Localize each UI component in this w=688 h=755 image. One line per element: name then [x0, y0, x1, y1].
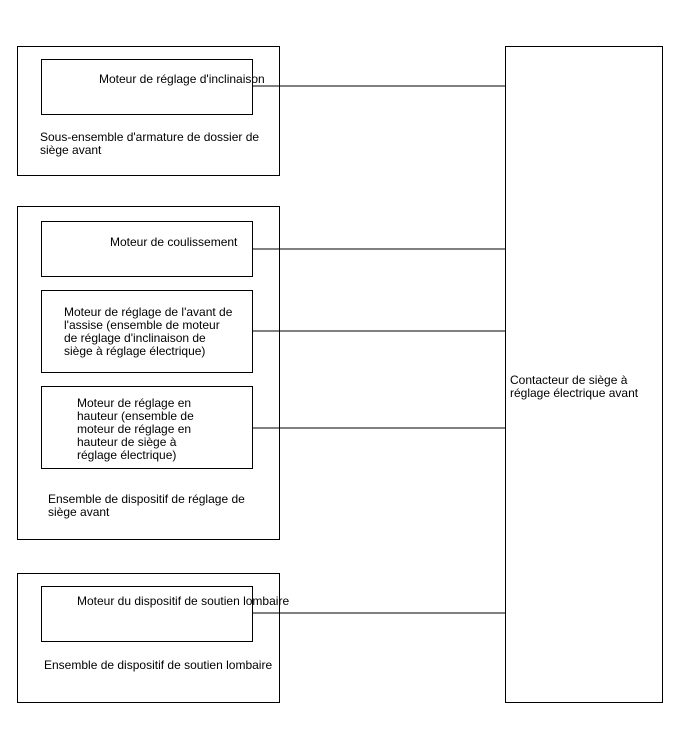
height-motor-label: Moteur de réglage en hauteur (ensemble d… [77, 396, 194, 462]
front-vertical-motor-box [41, 290, 253, 373]
front-vertical-motor-label: Moteur de réglage de l'avant de l'assise… [64, 305, 233, 358]
power-seat-switch-label: Contacteur de siège à réglage électrique… [510, 373, 639, 400]
power-seat-switch-box [505, 46, 663, 703]
recline-motor-label: Moteur de réglage d'inclinaison [99, 72, 265, 86]
seatback-frame-label: Sous-ensemble d'armature de dossier de s… [40, 130, 260, 157]
front-seat-adjuster-label: Ensemble de dispositif de réglage de siè… [48, 492, 245, 519]
lumbar-motor-box [41, 586, 253, 642]
slide-motor-box [41, 221, 253, 277]
lumbar-support-label: Ensemble de dispositif de soutien lombai… [44, 658, 273, 672]
recline-motor-box [41, 59, 253, 115]
lumbar-support-group [17, 573, 280, 703]
lumbar-motor-label: Moteur du dispositif de soutien lombaire [77, 594, 290, 608]
front-seat-adjuster-group [17, 206, 280, 540]
height-motor-box [41, 386, 253, 469]
slide-motor-label: Moteur de coulissement [110, 235, 238, 249]
seatback-frame-group [17, 46, 280, 176]
